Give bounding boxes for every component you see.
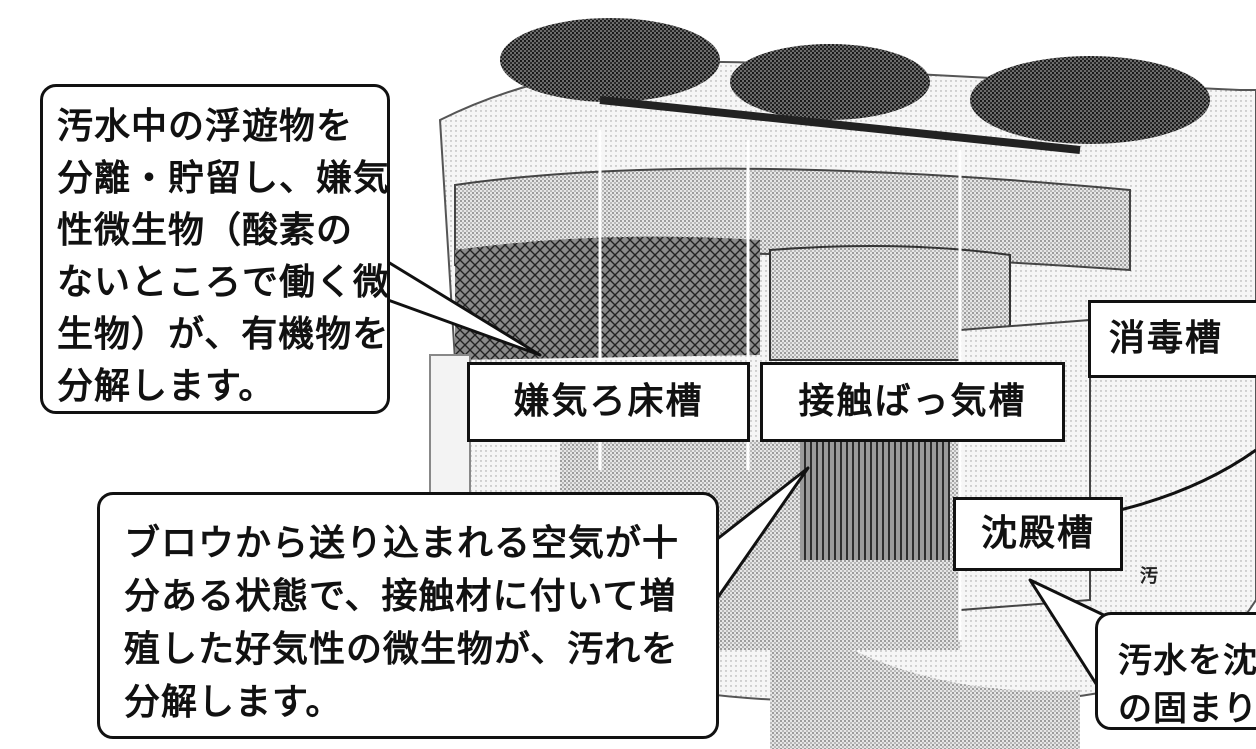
anaerobic-tank-description-callout: 汚水中の浮遊物を 分離・貯留し、嫌気 性微生物（酸素の ないところで働く微 生物…	[40, 84, 390, 414]
callout-line: 分離・貯留し、嫌気	[57, 158, 391, 199]
callout-line: 分解します。	[57, 366, 276, 407]
callout-line: ないところで働く微	[57, 262, 391, 303]
contact-aeration-tank-label: 接触ばっ気槽	[760, 362, 1065, 442]
disinfection-tank-label: 消毒槽	[1088, 300, 1256, 378]
callout-line: 分ある状態で、接触材に付いて増	[124, 576, 677, 617]
callout-line: 殖した好気性の微生物が、汚れを	[124, 629, 679, 670]
anaerobic-filter-tank-label: 嫌気ろ床槽	[467, 362, 750, 442]
contact-aeration-description-callout: ブロウから送り込まれる空気が十 分ある状態で、接触材に付いて増 殖した好気性の微…	[97, 492, 719, 739]
callout-line: 汚水中の浮遊物を	[57, 106, 354, 147]
small-label-text: 汚	[1140, 566, 1158, 587]
callout-line: 汚水を沈	[1118, 641, 1256, 681]
callout-line: 性微生物（酸素の	[57, 210, 354, 251]
callout-line: ブロウから送り込まれる空気が十	[124, 523, 680, 564]
settling-tank-description-callout: 汚水を沈 の固まり	[1095, 612, 1256, 730]
settling-tank-label: 沈殿槽	[953, 497, 1123, 571]
callout-line: の固まり	[1118, 689, 1256, 729]
callout-line: 分解します。	[124, 682, 343, 723]
callout-line: 生物）が、有機物を	[57, 314, 390, 355]
